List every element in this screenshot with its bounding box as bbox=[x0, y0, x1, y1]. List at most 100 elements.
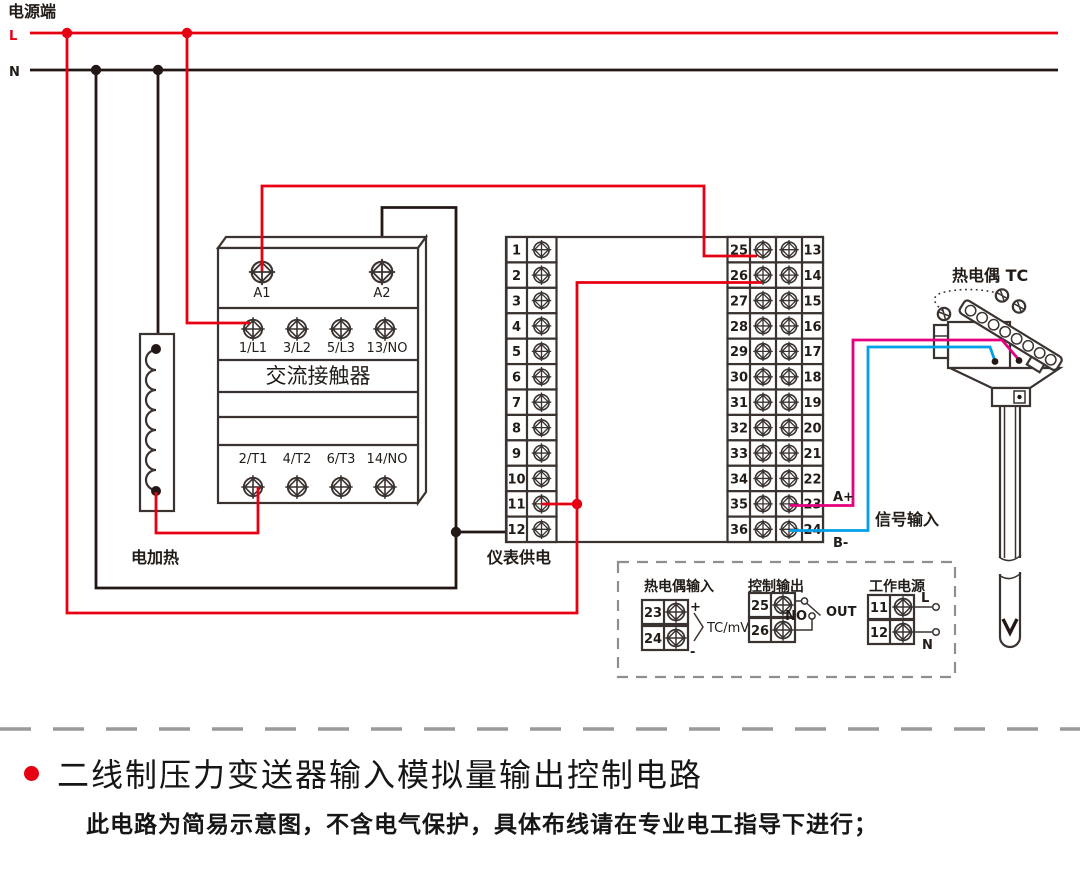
terminal-number: 12 bbox=[507, 523, 525, 538]
terminal-detail-box: 热电偶输入 23 24 + - TC/mV 控制输出 25 26 bbox=[616, 560, 957, 679]
wire-l-to-terminal26 bbox=[65, 33, 762, 615]
terminal-number: 6 bbox=[512, 371, 521, 386]
tc-tip-arrow bbox=[1001, 618, 1019, 637]
terminal-number: 35 bbox=[730, 498, 748, 513]
no-label: NO bbox=[785, 609, 807, 624]
tc-range-label: TC/mV bbox=[706, 621, 749, 636]
terminal-row-left-1: 1 bbox=[505, 235, 558, 264]
terminal-row-left-9: 9 bbox=[505, 439, 558, 467]
terminal-number: 29 bbox=[730, 345, 748, 360]
terminal-number: 25 bbox=[751, 599, 769, 614]
terminal-number: 17 bbox=[803, 345, 821, 360]
wire-a1-to-terminal25 bbox=[260, 184, 757, 271]
terminal-number: 11 bbox=[870, 601, 888, 616]
heater-coil bbox=[144, 348, 157, 492]
terminal-number: 34 bbox=[730, 472, 748, 487]
heater-label: 电加热 bbox=[131, 548, 179, 567]
terminal-row-left-4: 4 bbox=[505, 312, 558, 340]
terminal-number: 4 bbox=[512, 320, 521, 335]
terminal-row-right-29: 29 17 bbox=[726, 337, 825, 366]
terminal-row-right-33: 33 21 bbox=[726, 439, 825, 467]
junction-dots bbox=[61, 27, 583, 538]
switch-blade bbox=[806, 602, 821, 617]
control-output-section: 控制输出 25 26 NO OUT bbox=[747, 578, 857, 644]
terminal-13no: 13/NO bbox=[367, 341, 408, 356]
wire-a-plus bbox=[790, 338, 1021, 507]
live-label: L bbox=[9, 29, 17, 44]
power-title: 电源端 bbox=[8, 2, 56, 21]
terminal-row-right-26: 26 14 bbox=[726, 261, 825, 289]
terminal-number: 26 bbox=[730, 269, 748, 284]
caption: 二线制压力变送器输入模拟量输出控制电路 此电路为简易示意图，不含电气保护，具体布… bbox=[0, 744, 1080, 839]
working-power-section: 工作电源 11 12 L N bbox=[866, 578, 941, 653]
terminal-number: 14 bbox=[803, 269, 821, 284]
terminal-number: 2 bbox=[512, 269, 521, 284]
control-output-title: 控制输出 bbox=[748, 578, 804, 595]
tc-probe bbox=[998, 406, 1022, 649]
signal-wiring: A+ B- 信号输入 bbox=[790, 338, 1023, 551]
terminal-2t1: 2/T1 bbox=[239, 452, 268, 467]
terminal-row-left-3: 3 bbox=[505, 286, 558, 315]
terminal-number: 10 bbox=[507, 472, 525, 487]
bullet-icon bbox=[24, 765, 39, 781]
thermocouple-label: 热电偶 TC bbox=[952, 266, 1028, 285]
terminal-number: 15 bbox=[803, 294, 821, 309]
power-n-label: N bbox=[922, 638, 933, 653]
terminal-row-left-7: 7 bbox=[505, 388, 558, 417]
terminal-number: 3 bbox=[512, 294, 521, 309]
tc-input-section: 热电偶输入 23 24 + - TC/mV bbox=[640, 578, 749, 660]
b-minus-label: B- bbox=[833, 536, 848, 551]
wire-l-to-1l1 bbox=[185, 33, 250, 325]
tc-cap bbox=[958, 299, 1063, 374]
contactor-body bbox=[216, 246, 420, 505]
terminal-row-right-34: 34 22 bbox=[726, 464, 825, 493]
terminal-row-left-6: 6 bbox=[505, 362, 558, 391]
terminal-3l2: 3/L2 bbox=[283, 341, 311, 356]
wire-b-minus bbox=[790, 345, 997, 532]
contactor-top-face bbox=[215, 235, 429, 250]
terminal-number: 11 bbox=[507, 498, 525, 513]
terminal-number: 1 bbox=[512, 244, 521, 259]
terminal-number: 21 bbox=[803, 447, 821, 462]
tc-head-funnel bbox=[949, 366, 1064, 390]
terminal-number: 8 bbox=[512, 421, 521, 436]
electric-heater: 电加热 bbox=[131, 332, 179, 567]
terminal-row-left-8: 8 bbox=[505, 413, 558, 442]
terminal-number: 26 bbox=[751, 624, 769, 639]
live-wiring bbox=[65, 33, 762, 615]
brace bbox=[693, 612, 704, 642]
terminal-number: 22 bbox=[803, 472, 821, 487]
terminal-number: 24 bbox=[644, 632, 662, 647]
terminal-number: 30 bbox=[730, 371, 748, 386]
terminal-a2: A2 bbox=[373, 286, 390, 301]
terminal-number: 31 bbox=[730, 396, 748, 411]
tc-gland bbox=[932, 323, 950, 360]
minus-sign: - bbox=[690, 645, 695, 660]
terminal-number: 7 bbox=[512, 396, 521, 411]
terminal-number: 33 bbox=[730, 447, 748, 462]
terminal-6t3: 6/T3 bbox=[327, 452, 356, 467]
a-plus-label: A+ bbox=[833, 490, 854, 505]
detail-box-border bbox=[616, 560, 957, 679]
terminal-1l1: 1/L1 bbox=[239, 341, 267, 356]
plus-sign: + bbox=[690, 600, 701, 615]
terminal-4t2: 4/T2 bbox=[283, 452, 312, 467]
tc-cap-chain bbox=[933, 288, 1001, 312]
power-l-label: L bbox=[921, 591, 929, 606]
terminal-number: 20 bbox=[803, 421, 821, 436]
neutral-label: N bbox=[9, 65, 20, 80]
caption-note: 此电路为简易示意图，不含电气保护，具体布线请在专业电工指导下进行； bbox=[86, 812, 878, 838]
thermocouple: 热电偶 TC bbox=[932, 266, 1064, 649]
terminal-number: 5 bbox=[512, 345, 521, 360]
ac-contactor: A1 A2 1/L1 3/L2 5/L3 13/NO 交流接触器 2/T1 4/… bbox=[215, 233, 429, 507]
terminal-row-left-12: 12 bbox=[505, 515, 558, 544]
